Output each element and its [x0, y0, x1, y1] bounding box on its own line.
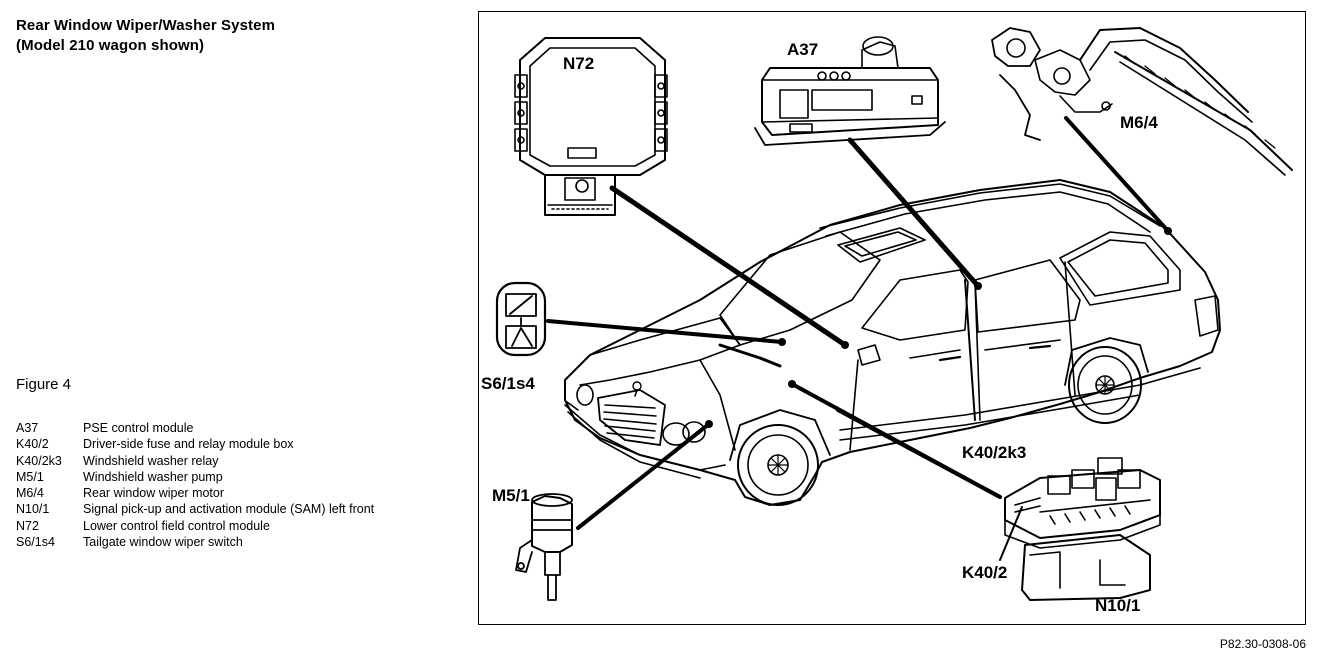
legend-description: Tailgate window wiper switch	[83, 535, 243, 550]
component-legend: A37 PSE control module K40/2 Driver-side f…	[16, 420, 374, 550]
legend-code: N10/1	[16, 502, 50, 517]
legend-code: M5/1	[16, 469, 44, 484]
m64-wiper-motor-illustration	[991, 27, 1293, 176]
diagram-title: Rear Window Wiper/Washer System (Model 2…	[16, 16, 275, 56]
legend-description: Windshield washer relay	[83, 453, 219, 468]
legend-row: A37 PSE control module	[16, 420, 374, 436]
title-line-2: (Model 210 wagon shown)	[16, 37, 205, 54]
legend-description: Signal pick-up and activation module (SA…	[83, 502, 375, 517]
callout-n101: N10/1	[1095, 596, 1140, 615]
legend-row: K40/2k3 Windshield washer relay	[16, 453, 374, 469]
m51-washer-pump-illustration	[515, 493, 573, 601]
legend-row: M5/1 Windshield washer pump	[16, 469, 374, 485]
callout-a37: A37	[787, 40, 818, 59]
callout-m64: M6/4	[1120, 113, 1158, 132]
leader-line-m51	[576, 422, 711, 530]
leader-lines	[546, 116, 1170, 561]
legend-row: K40/2 Driver-side fuse and relay module b…	[16, 436, 374, 452]
station-wagon-illustration	[564, 179, 1221, 506]
leader-dots	[705, 227, 1172, 428]
leader-line-m64	[1064, 116, 1170, 233]
callout-k402k3: K40/2k3	[962, 443, 1026, 462]
legend-row: N72 Lower control field control module	[16, 518, 374, 534]
figure-label: Figure 4	[16, 376, 72, 393]
legend-description: Lower control field control module	[83, 518, 270, 533]
callout-labels: N72 A37 M6/4 S6/1s4 K40/2k3 M5/1 K40/2 N…	[481, 40, 1158, 615]
legend-row: S6/1s4 Tailgate window wiper switch	[16, 534, 374, 550]
n72-module-illustration	[514, 37, 668, 216]
callout-m51: M5/1	[492, 486, 530, 505]
legend-code: N72	[16, 518, 39, 533]
reference-code: P82.30-0308-06	[1219, 637, 1306, 651]
callout-n72: N72	[563, 54, 594, 73]
legend-code: K40/2k3	[16, 453, 62, 468]
leader-line-a37	[847, 137, 981, 289]
legend-description: Rear window wiper motor	[83, 486, 225, 501]
leader-line-n72	[609, 185, 848, 348]
legend-row: M6/4 Rear window wiper motor	[16, 485, 374, 501]
legend-code: S6/1s4	[16, 535, 55, 550]
callout-k402: K40/2	[962, 563, 1007, 582]
legend-code: K40/2	[16, 437, 49, 452]
callout-s61s4: S6/1s4	[481, 374, 535, 393]
legend-description: Windshield washer pump	[83, 469, 223, 484]
legend-code: A37	[16, 421, 39, 435]
legend-description: Driver-side fuse and relay module box	[83, 437, 294, 452]
leader-line-k402-label	[999, 506, 1023, 561]
legend-code: M6/4	[16, 486, 44, 501]
legend-description: PSE control module	[83, 421, 194, 435]
leader-line-s61s4	[546, 319, 784, 344]
n101-sam-module-illustration	[1021, 534, 1151, 601]
a37-module-illustration	[754, 36, 946, 146]
s61s4-switch-illustration	[495, 281, 547, 357]
legend-row: N10/1 Signal pick-up and activation modul…	[16, 501, 374, 517]
title-line-1: Rear Window Wiper/Washer System	[16, 17, 276, 34]
k402-fuse-box-illustration	[1004, 457, 1161, 549]
diagram-frame	[478, 11, 1306, 625]
